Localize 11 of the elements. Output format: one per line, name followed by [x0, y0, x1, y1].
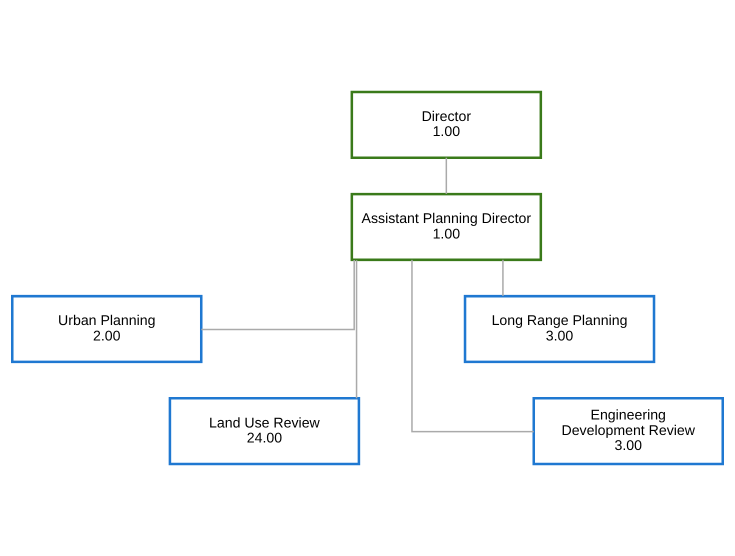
- connector: [502, 260, 504, 296]
- node-box: Engineering Development Review 3.00: [532, 397, 724, 466]
- connector: [446, 158, 448, 194]
- node-box: Long Range Planning 3.00: [464, 294, 656, 364]
- connector: [201, 260, 355, 330]
- node-box: Land Use Review 24.00: [168, 397, 360, 466]
- connector: [411, 260, 534, 432]
- connector: [356, 260, 358, 398]
- node-box: Assistant Planning Director 1.00: [350, 192, 542, 262]
- node-box: Urban Planning 2.00: [11, 294, 203, 364]
- node-box: Director 1.00: [350, 90, 542, 159]
